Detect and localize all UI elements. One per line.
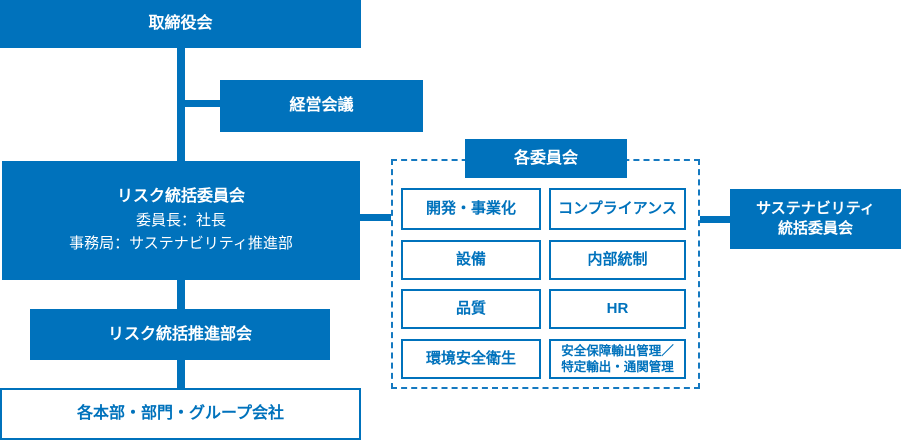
management-meeting-box: 経営会議 <box>220 80 423 132</box>
committee-box-development-commercialization: 開発・事業化 <box>401 188 541 230</box>
group-companies-box: 各本部・部門・グループ会社 <box>0 388 361 440</box>
committee-box-compliance: コンプライアンス <box>549 188 686 230</box>
committee-box-environment-safety-health: 環境安全衛生 <box>401 339 541 379</box>
connector-branch-to-management-meeting <box>181 100 220 107</box>
connector-promotion-to-group <box>177 360 185 389</box>
risk-committee-box: リスク統括委員会 委員長：社長 事務局：サステナビリティ推進部 <box>2 161 360 280</box>
committee-box-internal-control: 内部統制 <box>549 240 686 280</box>
connector-risk-to-promotion <box>177 280 185 309</box>
connector-committees-to-sustainability <box>700 216 730 223</box>
committee-box-hr: HR <box>549 289 686 329</box>
risk-committee-title: リスク統括委員会 <box>116 188 245 206</box>
committee-box-quality: 品質 <box>401 289 541 329</box>
committees-panel-title: 各委員会 <box>465 139 627 178</box>
board-of-directors-box: 取締役会 <box>0 0 361 48</box>
committee-box-export-control-customs: 安全保障輸出管理／ 特定輸出・通関管理 <box>549 339 686 379</box>
committee-box-facilities: 設備 <box>401 240 541 280</box>
risk-committee-secretariat: 事務局：サステナビリティ推進部 <box>69 235 293 253</box>
sustainability-committee-box: サステナビリティ 統括委員会 <box>730 189 901 249</box>
connector-risk-to-committees <box>360 214 391 221</box>
risk-committee-chair: 委員長：社長 <box>135 212 226 230</box>
risk-promotion-subcommittee-box: リスク統括推進部会 <box>30 309 330 360</box>
